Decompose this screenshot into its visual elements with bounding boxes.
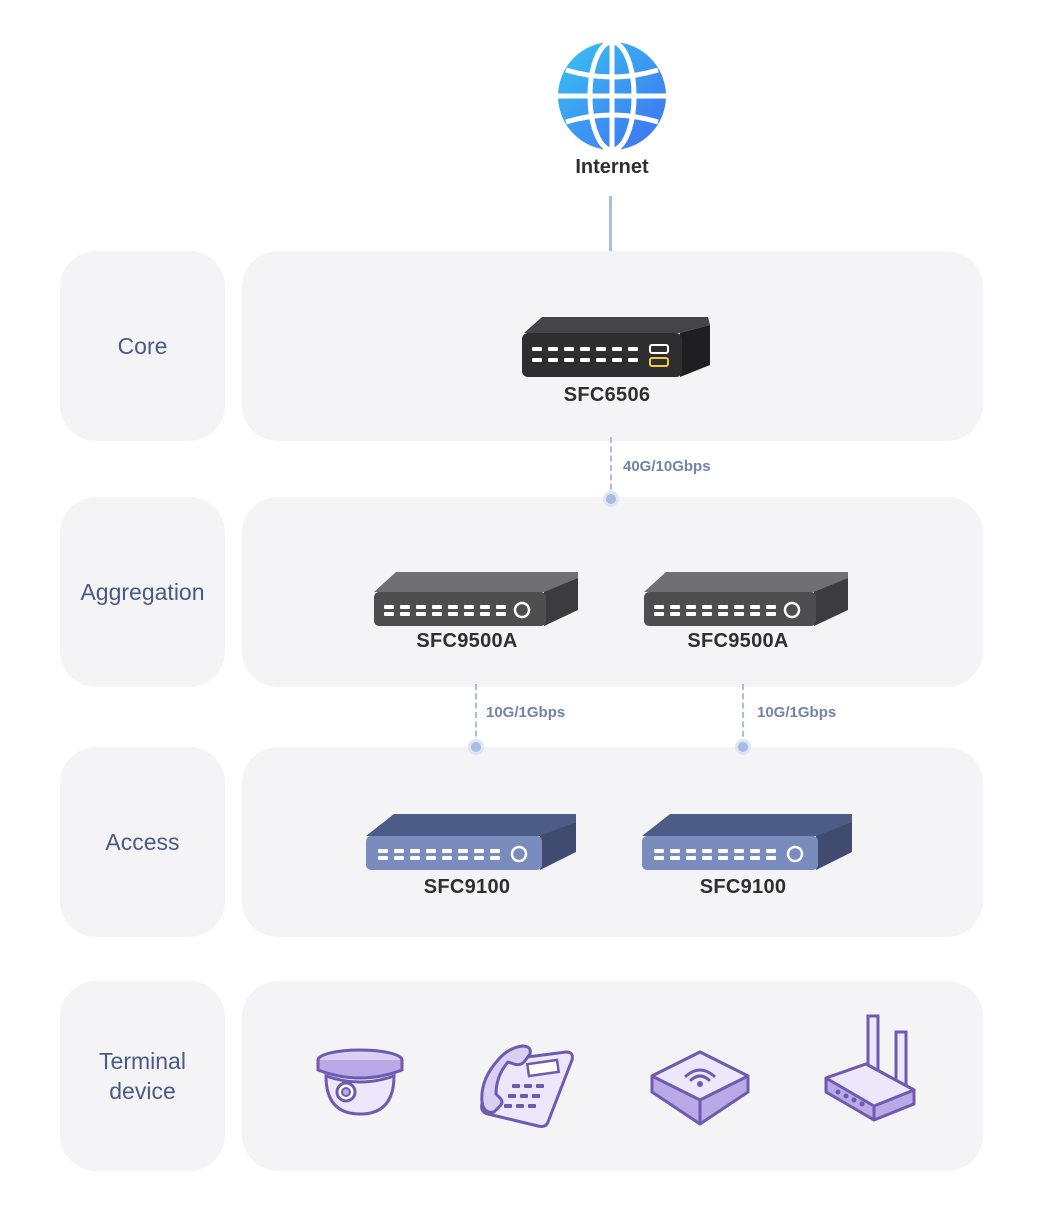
- core-switch-name: SFC6506: [563, 384, 651, 406]
- terminal-device-phone: [474, 1040, 580, 1130]
- aggregation-access-link-2-dot: [735, 739, 751, 755]
- aggregation-switch-2-name: SFC9500A: [687, 630, 789, 652]
- internet-link-line: [609, 196, 612, 268]
- wifi-access-point-icon: [650, 1050, 750, 1126]
- aggregation-access-speed-2: 10G/1Gbps: [757, 704, 837, 721]
- aggregation-access-link-1: [475, 684, 477, 746]
- aggregation-switch-1-name: SFC9500A: [416, 630, 518, 652]
- terminal-device-router: [822, 1012, 918, 1124]
- router-icon: [824, 1014, 916, 1122]
- tier-label-access: Access: [60, 747, 225, 937]
- access-switch-1: [364, 812, 580, 872]
- aggregation-switch-icon: [644, 572, 848, 626]
- access-switch-2-name: SFC9100: [699, 876, 787, 898]
- tier-label-terminal: Terminal device: [60, 981, 225, 1171]
- core-aggregation-link-dot: [603, 491, 619, 507]
- aggregation-switch-2: [642, 570, 852, 628]
- terminal-device-access-point: [648, 1048, 752, 1128]
- internet-label: Internet: [575, 156, 649, 178]
- core-aggregation-speed: 40G/10Gbps: [623, 458, 711, 475]
- globe-icon: [558, 40, 666, 152]
- core-switch-icon: [522, 317, 710, 377]
- access-switch-2: [640, 812, 856, 872]
- tier-label-core: Core: [60, 251, 225, 441]
- aggregation-access-link-1-dot: [468, 739, 484, 755]
- internet-node: [556, 40, 668, 152]
- aggregation-switch-1: [372, 570, 582, 628]
- access-panel: [242, 747, 983, 937]
- core-aggregation-link: [610, 437, 612, 499]
- aggregation-switch-icon: [374, 572, 578, 626]
- access-switch-icon: [366, 814, 576, 870]
- tier-label-aggregation: Aggregation: [60, 497, 225, 687]
- access-switch-1-name: SFC9100: [423, 876, 511, 898]
- access-switch-icon: [642, 814, 852, 870]
- aggregation-panel: [242, 497, 983, 687]
- desk-phone-icon: [480, 1044, 574, 1128]
- terminal-device-camera: [314, 1046, 406, 1118]
- dome-camera-icon: [316, 1048, 404, 1116]
- aggregation-access-link-2: [742, 684, 744, 746]
- aggregation-access-speed-1: 10G/1Gbps: [486, 704, 566, 721]
- core-switch: [520, 313, 714, 379]
